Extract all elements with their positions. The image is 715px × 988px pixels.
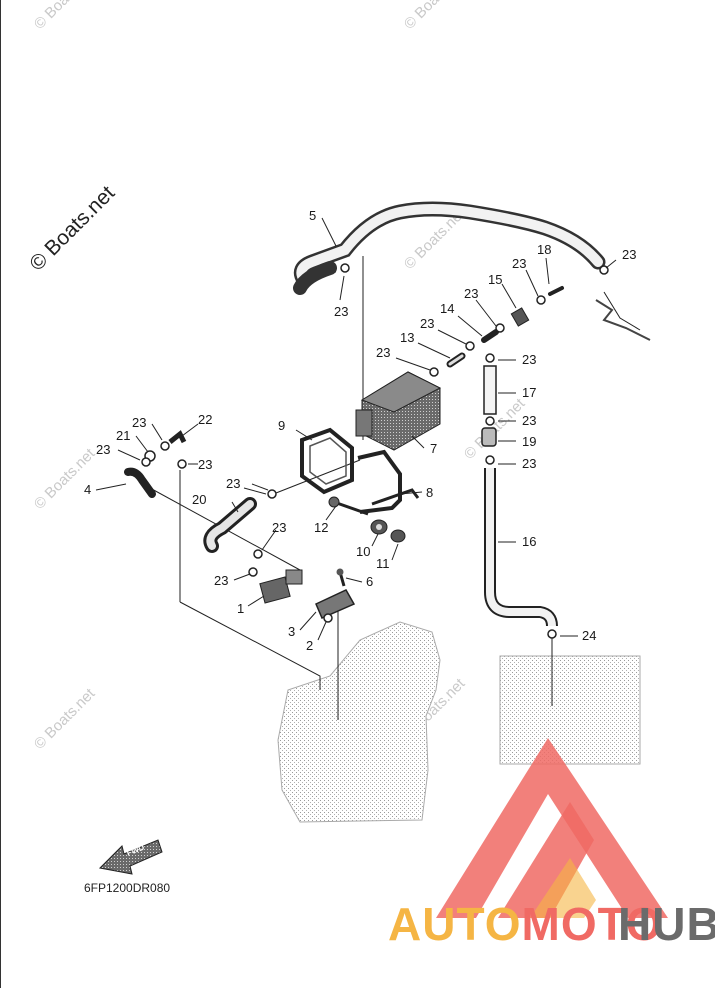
callout-15: 15: [488, 272, 502, 287]
clamp-23: [429, 367, 439, 377]
clamp-23: [465, 341, 475, 351]
bolt-6: [336, 568, 346, 587]
callout-3: 3: [288, 624, 295, 639]
callout-22: 22: [198, 412, 212, 427]
bolt-12: [328, 496, 369, 516]
callout-23: 23: [522, 413, 536, 428]
clamp-23: [536, 295, 546, 305]
hose-20: [203, 497, 257, 553]
canister-7: [355, 371, 442, 451]
joint-15: [510, 307, 530, 327]
clamp-23: [141, 457, 151, 467]
callout-1: 1: [237, 601, 244, 616]
grommet-10: [370, 519, 388, 535]
fwd-arrow: FWD: [98, 839, 163, 875]
callout-23: 23: [96, 442, 110, 457]
engine-block-right: [499, 655, 641, 765]
joint-13: [446, 352, 466, 368]
callout-23: 23: [464, 286, 478, 301]
callout-23: 23: [376, 345, 390, 360]
callout-14: 14: [440, 301, 454, 316]
hose-17: [483, 365, 497, 415]
callout-16: 16: [522, 534, 536, 549]
callout-4: 4: [84, 482, 91, 497]
clamp-23: [340, 263, 350, 273]
hose-16: [484, 468, 558, 627]
collar-11: [390, 529, 406, 543]
automotohub-logo: AUTOMOTO HUB: [388, 738, 715, 950]
callout-labels: 5 23 23 18 23 15 23 14 23 13 23 23 17 23…: [84, 208, 636, 653]
clamp-23: [267, 489, 277, 499]
callout-13: 13: [400, 330, 414, 345]
hose-4: [124, 467, 156, 498]
callout-23: 23: [132, 415, 146, 430]
callout-18: 18: [537, 242, 551, 257]
callout-6: 6: [366, 574, 373, 589]
hook-bracket: [595, 299, 651, 341]
hose-5: [293, 201, 606, 295]
callout-17: 17: [522, 385, 536, 400]
bracket-8: [357, 449, 420, 514]
callout-23: 23: [522, 456, 536, 471]
callout-21: 21: [116, 428, 130, 443]
watermark: © Boats.net: [31, 685, 99, 753]
callout-23: 23: [622, 247, 636, 262]
clamp-23: [485, 455, 495, 465]
callout-23: 23: [522, 352, 536, 367]
watermarks: © Boats.net © Boats.net © Boats.net © Bo…: [25, 0, 529, 753]
callout-10: 10: [356, 544, 370, 559]
engine-block-left: [277, 621, 441, 823]
callout-11: 11: [376, 556, 390, 571]
callout-2: 2: [306, 638, 313, 653]
clamp-23: [177, 459, 187, 469]
logo-text-hub: HUB: [618, 898, 715, 950]
watermark: © Boats.net: [401, 0, 469, 33]
watermark-main: © Boats.net: [25, 181, 119, 275]
joint-14: [481, 329, 499, 343]
clamp-23: [253, 549, 263, 559]
callout-23: 23: [198, 457, 212, 472]
clamp-24: [547, 629, 557, 639]
bracket-3: [315, 589, 356, 619]
callout-12: 12: [314, 520, 328, 535]
callout-24: 24: [582, 628, 596, 643]
joint-19: [481, 427, 497, 447]
watermark: © Boats.net: [31, 445, 99, 513]
clamp-23: [248, 567, 258, 577]
callout-23: 23: [420, 316, 434, 331]
plug-18: [548, 286, 564, 296]
valve-1: [259, 569, 303, 604]
logo-text-automoto: AUTOMOTO: [388, 898, 663, 950]
callout-5: 5: [309, 208, 316, 223]
drawing-code: 6FP1200DR080: [84, 881, 170, 895]
bracket-9: [300, 427, 354, 495]
callout-19: 19: [522, 434, 536, 449]
callout-20: 20: [192, 492, 206, 507]
callout-23: 23: [512, 256, 526, 271]
clamps: [141, 263, 609, 639]
callout-7: 7: [430, 441, 437, 456]
clamp-23: [485, 353, 495, 363]
watermark: © Boats.net: [31, 0, 99, 33]
leader-lines: [149, 256, 641, 720]
callout-23: 23: [226, 476, 240, 491]
elbow-22: [168, 430, 187, 444]
callout-23: 23: [214, 573, 228, 588]
callout-leaders: [95, 217, 617, 641]
clamp-23: [160, 441, 170, 451]
clamp-23: [485, 416, 495, 426]
washer-2: [323, 613, 333, 623]
callout-8: 8: [426, 485, 433, 500]
clamp-23: [495, 323, 505, 333]
callout-23: 23: [272, 520, 286, 535]
callout-9: 9: [278, 418, 285, 433]
callout-23: 23: [334, 304, 348, 319]
